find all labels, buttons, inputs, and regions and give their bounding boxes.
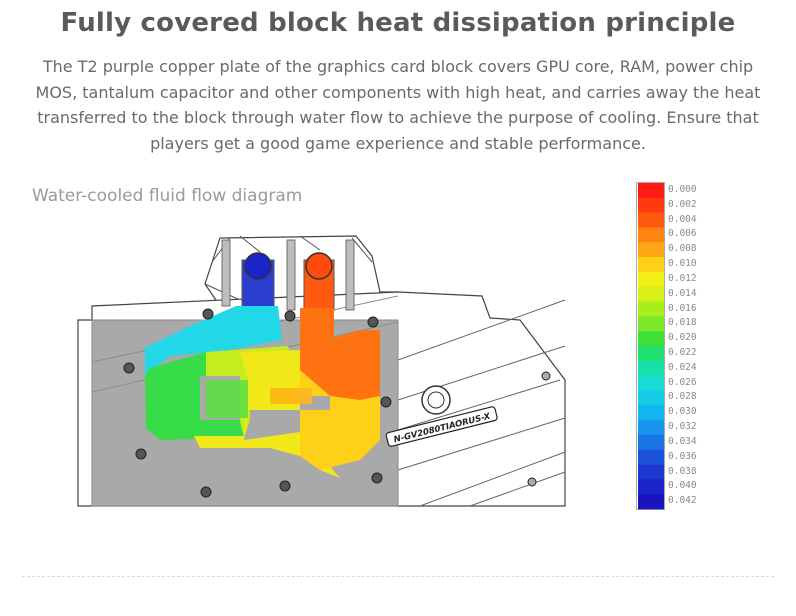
color-scale-swatch [638, 242, 664, 258]
diagram-subtitle: Water-cooled fluid flow diagram [32, 186, 303, 206]
color-scale-swatch [638, 197, 664, 213]
color-scale-swatch [638, 271, 664, 288]
color-scale-label: 0.028 [668, 391, 697, 403]
screws [123, 308, 551, 498]
color-scale-label: 0.042 [668, 495, 697, 507]
color-scale-swatch [638, 301, 664, 317]
color-scale-swatch [638, 316, 664, 332]
color-scale-label: 0.000 [668, 184, 697, 195]
color-scale-label: 0.002 [668, 198, 697, 210]
page-title: Fully covered block heat dissipation pri… [60, 8, 736, 38]
outlet-port [305, 252, 333, 280]
color-scale-label: 0.036 [668, 450, 697, 462]
flow-orange [300, 308, 380, 400]
color-scale-label: 0.030 [668, 406, 697, 418]
color-scale-swatch [638, 286, 664, 302]
color-scale-bar [636, 182, 665, 510]
color-scale-label: 0.034 [668, 435, 697, 447]
color-scale-label: 0.022 [668, 347, 697, 358]
color-scale-label: 0.026 [668, 376, 697, 388]
flow-diagram: N-GV2080TIAORUS-X [77, 235, 566, 507]
flow-cyan [145, 306, 282, 376]
color-scale-swatch [638, 360, 664, 376]
color-scale-swatch [638, 449, 664, 465]
color-scale-label: 0.012 [668, 272, 697, 284]
color-scale-swatch [638, 375, 664, 391]
color-scale-swatch [638, 227, 664, 243]
color-scale-swatch [638, 479, 664, 495]
divider [22, 576, 774, 577]
color-scale-label: 0.032 [668, 421, 697, 433]
color-scale-swatch [638, 346, 664, 362]
color-scale-swatch [638, 183, 664, 199]
color-scale-label: 0.018 [668, 317, 697, 329]
color-scale-swatch [638, 464, 664, 480]
color-scale-label: 0.038 [668, 465, 697, 477]
color-scale-label: 0.008 [668, 243, 697, 255]
color-scale-label: 0.024 [668, 361, 697, 373]
flow-center-inset [206, 380, 248, 418]
color-scale-label: 0.014 [668, 287, 697, 299]
color-scale-swatch [638, 257, 664, 273]
color-scale-swatch [638, 434, 664, 451]
description-text: The T2 purple copper plate of the graphi… [35, 57, 761, 153]
color-scale-label: 0.004 [668, 213, 697, 225]
brand-logo [421, 385, 451, 415]
color-scale-swatch [638, 420, 664, 436]
color-scale-label: 0.040 [668, 480, 697, 492]
color-scale-label: 0.016 [668, 302, 697, 314]
color-scale-label: 0.020 [668, 332, 697, 344]
color-scale-swatch [638, 331, 664, 347]
color-scale-swatch [638, 390, 664, 406]
inlet-port [244, 252, 272, 280]
color-scale-swatch [638, 405, 664, 421]
color-scale-label: 0.006 [668, 228, 697, 240]
color-scale-label: 0.010 [668, 258, 697, 270]
color-scale-swatch [638, 494, 664, 510]
color-scale-swatch [638, 212, 664, 228]
